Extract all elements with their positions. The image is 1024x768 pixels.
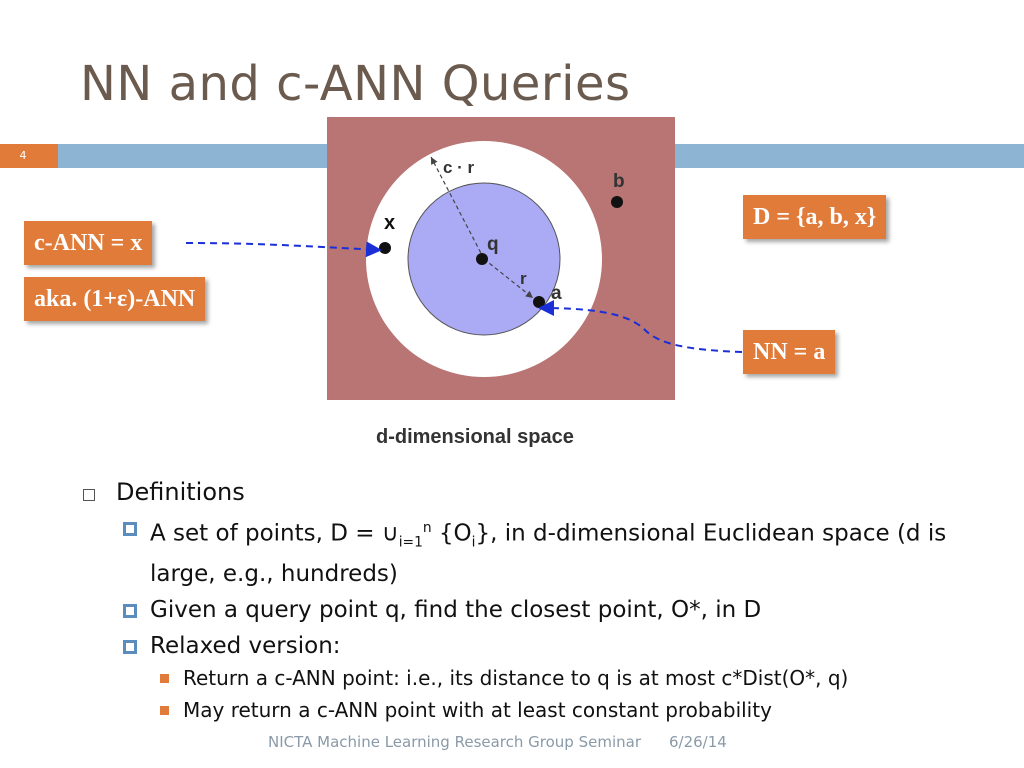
- label-a: a: [551, 283, 562, 304]
- hollow-square-bullet-icon: [83, 489, 95, 501]
- definitions-list: Definitions A set of points, D = ∪i=1n {…: [80, 478, 1000, 726]
- square-bullet-icon: [123, 522, 137, 536]
- bullet-may-return-text: May return a c-ANN point with at least c…: [183, 698, 772, 723]
- filled-square-bullet-icon: [160, 674, 169, 684]
- aka-callout: aka. (1+ε)-ANN: [24, 277, 206, 321]
- label-r: r: [520, 269, 527, 288]
- point-b: [611, 196, 623, 208]
- d-dimensional-space-diagram: c · r b x q r a: [327, 117, 675, 400]
- slide-number: 4: [19, 149, 27, 162]
- square-bullet-icon: [123, 604, 137, 619]
- slide-number-badge: 4: [0, 144, 58, 168]
- footer-text: NICTA Machine Learning Research Group Se…: [268, 733, 641, 751]
- bullet-relaxed: Relaxed version:: [80, 630, 1000, 662]
- bullet-may-return: May return a c-ANN point with at least c…: [80, 694, 1000, 726]
- cann-callout: c-ANN = x: [24, 221, 153, 265]
- slide-footer: NICTA Machine Learning Research Group Se…: [268, 733, 727, 751]
- set-def-mid: {O: [431, 520, 472, 547]
- point-q: [476, 253, 488, 265]
- nn-connector: [538, 300, 743, 353]
- slide-title: NN and c-ANN Queries: [80, 56, 631, 112]
- footer-date: 6/26/14: [669, 733, 727, 751]
- diagram-caption: d-dimensional space: [376, 426, 574, 448]
- bullet-definitions: Definitions: [80, 478, 1000, 506]
- bullet-set-definition: A set of points, D = ∪i=1n {Oi}, in d-di…: [80, 512, 1000, 590]
- bullet-return-cann-text: Return a c-ANN point: i.e., its distance…: [183, 666, 849, 691]
- nn-callout: NN = a: [743, 330, 836, 374]
- set-def-sub2: i: [471, 534, 476, 551]
- label-c-r: c · r: [443, 158, 475, 177]
- label-q: q: [487, 234, 499, 255]
- label-b: b: [613, 171, 625, 192]
- bullet-return-cann: Return a c-ANN point: i.e., its distance…: [80, 662, 1000, 694]
- set-callout: D = {a, b, x}: [743, 195, 887, 239]
- set-def-sub: i=1: [398, 534, 423, 551]
- filled-square-bullet-icon: [160, 706, 169, 716]
- diagram-svg: c · r b x q r a: [366, 141, 625, 377]
- r-radius-line: [483, 258, 534, 299]
- set-def-sup: n: [422, 520, 432, 536]
- bullet-relaxed-text: Relaxed version:: [150, 633, 341, 660]
- cann-connector: [185, 241, 382, 258]
- point-x: [379, 242, 391, 254]
- set-def-suffix: }, in d-dimensional Euclidean space (d i…: [150, 520, 947, 588]
- bullet-given-text: Given a query point q, find the closest …: [150, 597, 762, 624]
- bullet-given: Given a query point q, find the closest …: [80, 594, 1000, 626]
- bullet-definitions-text: Definitions: [116, 478, 245, 506]
- c-r-radius-line: [430, 156, 485, 260]
- square-bullet-icon: [123, 640, 137, 655]
- set-def-prefix: A set of points, D = ∪: [150, 520, 399, 547]
- label-x: x: [384, 212, 395, 234]
